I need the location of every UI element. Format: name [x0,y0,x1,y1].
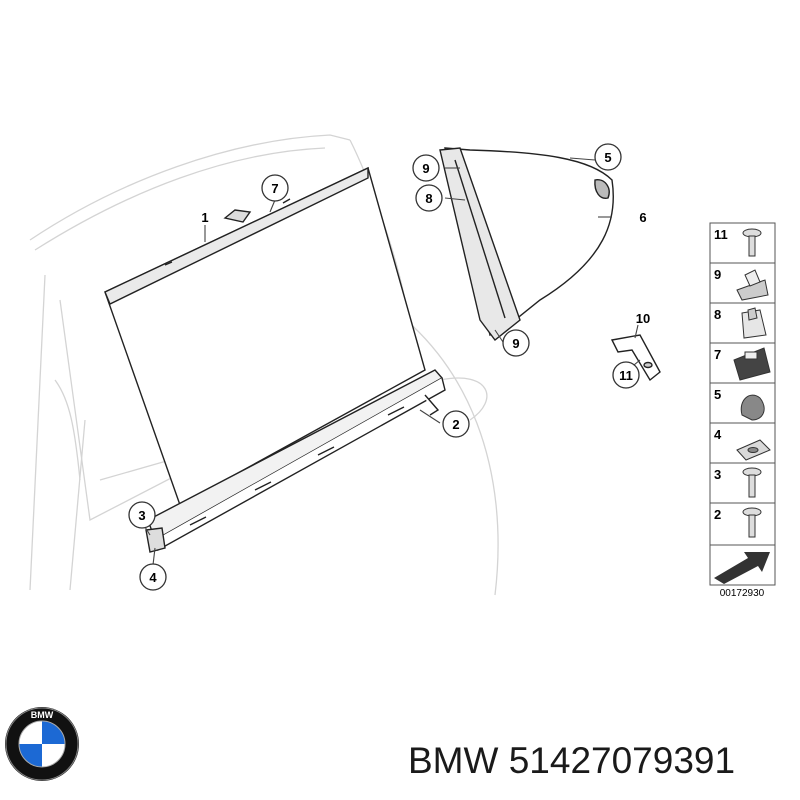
legend-clip-icon [736,269,769,301]
callout-1: 1 [201,210,208,225]
brand-name: BMW [408,740,499,781]
legend-label-3: 3 [714,467,721,482]
part-caption: BMW 51427079391 [408,738,793,784]
callout-9-top: 9 [412,154,440,182]
callout-2-label: 2 [452,417,459,432]
callout-11: 11 [612,361,640,389]
callout-11-label: 11 [619,368,633,383]
legend-label-7: 7 [714,347,721,362]
part-number: 51427079391 [508,740,736,781]
callout-3-label: 3 [138,508,145,523]
legend-label-8: 8 [714,307,721,322]
reference-number: 00172930 [720,588,765,599]
legend-label-9: 9 [714,267,721,282]
callout-10: 10 [636,311,650,326]
callout-9-top-label: 9 [422,161,429,176]
bmw-logo: BMW [5,707,79,781]
legend-bolt-icon [742,467,762,498]
legend-label-4: 4 [714,427,722,442]
legend-label-5: 5 [714,387,721,402]
callout-4-label: 4 [149,570,157,585]
legend-screw-icon [742,228,762,257]
legend-arrow-icon [714,552,770,584]
legend-spring-nut-icon [736,439,771,461]
clip-part [610,334,661,382]
parts-diagram: 1 7 2 3 4 9 8 9 5 6 10 11 [29,134,776,599]
callout-3: 3 [128,501,156,529]
legend-cap-icon [733,347,771,381]
window-blind [439,147,614,341]
legend-nut-icon [741,307,767,339]
leader-lines [144,157,641,566]
parts-legend: 11 9 8 7 5 4 3 2 [709,222,776,586]
callout-9-bottom: 9 [502,329,530,357]
guide-rail [145,369,446,553]
callout-6: 6 [639,210,646,225]
legend-label-11: 11 [714,227,728,242]
callout-9-bottom-label: 9 [512,336,519,351]
callout-5-label: 5 [604,150,611,165]
callout-8-label: 8 [425,191,432,206]
legend-bolt-short-icon [742,507,762,538]
callout-4: 4 [139,563,167,591]
svg-text:BMW: BMW [31,710,54,720]
callout-8: 8 [415,184,443,212]
callout-7-label: 7 [271,181,278,196]
legend-knob-icon [740,394,765,421]
legend-label-2: 2 [714,507,721,522]
sun-blind [104,166,426,507]
callout-7: 7 [261,174,289,202]
callout-5: 5 [594,143,622,171]
callout-2: 2 [442,410,470,438]
